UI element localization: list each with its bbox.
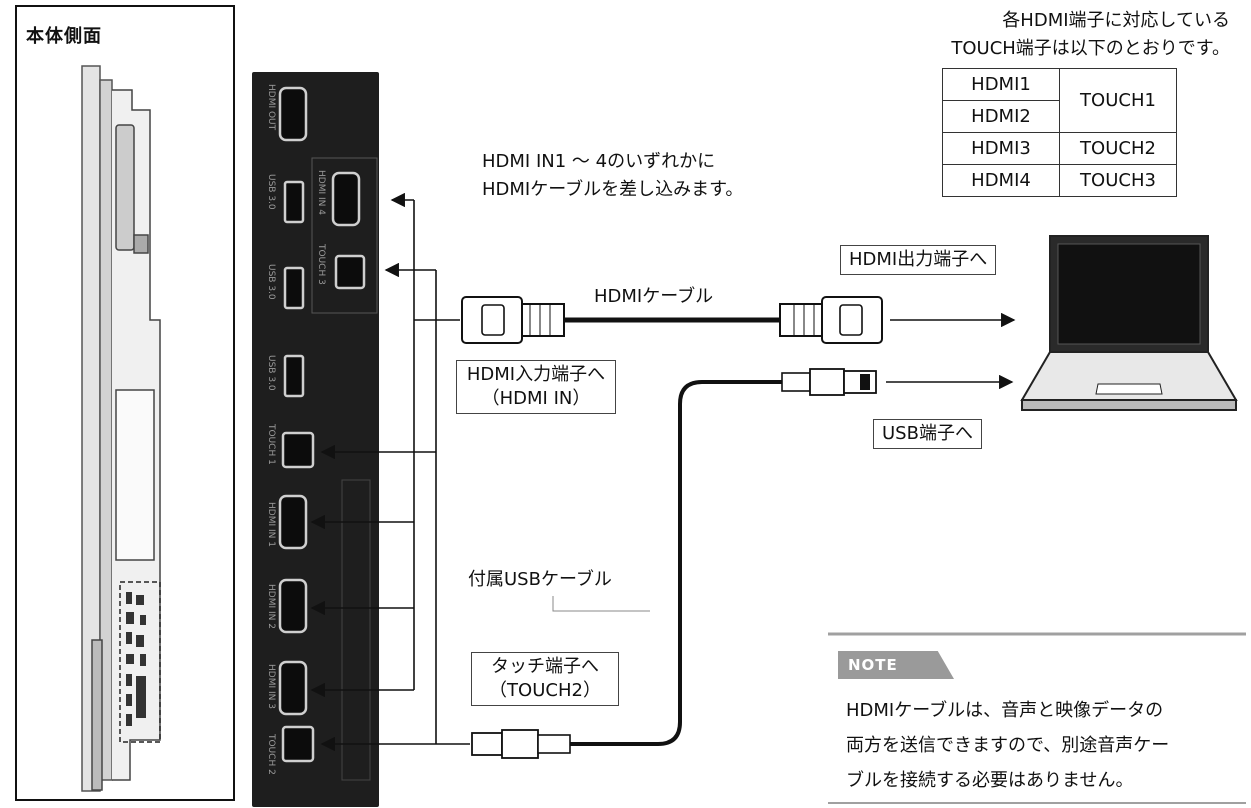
table-cell-touch: TOUCH2	[1059, 132, 1177, 165]
hdmi-in-port-label: HDMI入力端子へ （HDMI IN）	[456, 360, 616, 414]
table-cell-hdmi: HDMI1	[942, 68, 1060, 101]
hdmi-touch-mapping-table: HDMI1 TOUCH1 HDMI2 HDMI3 TOUCH2 HDMI4 TO…	[942, 68, 1177, 197]
hdmi-port-arrows	[310, 192, 460, 698]
usb-port-label: USB端子へ	[873, 419, 982, 449]
note-line-1: HDMIケーブルは、音声と映像データの	[846, 700, 1164, 721]
note-text: HDMIケーブルは、音声と映像データの 両方を送信できますので、別途音声ケー ブ…	[846, 693, 1169, 798]
table-row: HDMI2	[942, 100, 1177, 133]
table-cell-touch: TOUCH1	[1059, 68, 1177, 133]
note-line-3: ブルを接続する必要はありません。	[846, 770, 1134, 791]
instruction-line-2: HDMIケーブルを差し込みます。	[482, 179, 744, 200]
touch-port-label-line-2: （TOUCH2）	[489, 680, 601, 701]
instruction-text: HDMI IN1 ～ 4のいずれかに HDMIケーブルを差し込みます。	[482, 148, 743, 204]
touch-port-label-line-1: タッチ端子へ	[491, 656, 599, 677]
table-cell-hdmi: HDMI3	[942, 132, 1060, 165]
note-line-2: 両方を送信できますので、別途音声ケー	[846, 735, 1170, 756]
mapping-heading-line-2: TOUCH端子は以下のとおりです。	[951, 38, 1230, 59]
hdmi-cable-label: HDMIケーブル	[594, 286, 714, 307]
hdmi-cable	[461, 296, 883, 344]
table-cell-hdmi: HDMI2	[942, 100, 1060, 133]
table-cell-hdmi: HDMI4	[942, 164, 1060, 197]
mapping-heading-line-1: 各HDMI端子に対応している	[1002, 10, 1230, 31]
laptop-icon	[1020, 235, 1238, 411]
note-tag: NOTE	[838, 651, 954, 679]
hdmi-in-port-label-line-1: HDMI入力端子へ	[466, 364, 606, 385]
touch-port-arrows	[320, 262, 470, 752]
instruction-line-1: HDMI IN1 ～ 4のいずれかに	[482, 151, 716, 172]
hdmi-in-port-label-line-2: （HDMI IN）	[481, 388, 591, 409]
side-view-title: 本体側面	[26, 26, 102, 47]
table-cell-touch: TOUCH3	[1059, 164, 1177, 197]
table-row: HDMI1 TOUCH1	[942, 68, 1177, 133]
table-row: HDMI4 TOUCH3	[942, 164, 1177, 197]
table-row: HDMI3 TOUCH2	[942, 132, 1177, 165]
usb-cable	[471, 368, 877, 759]
touch-port-label: タッチ端子へ （TOUCH2）	[471, 652, 619, 706]
unit-side-drawing	[81, 65, 161, 792]
hdmi-out-port-label: HDMI出力端子へ	[840, 245, 997, 275]
usb-cable-leader	[552, 596, 650, 612]
usb-cable-label: 付属USBケーブル	[468, 569, 612, 590]
mapping-heading: 各HDMI端子に対応している TOUCH端子は以下のとおりです。	[906, 7, 1230, 63]
panel-ports	[278, 86, 378, 781]
